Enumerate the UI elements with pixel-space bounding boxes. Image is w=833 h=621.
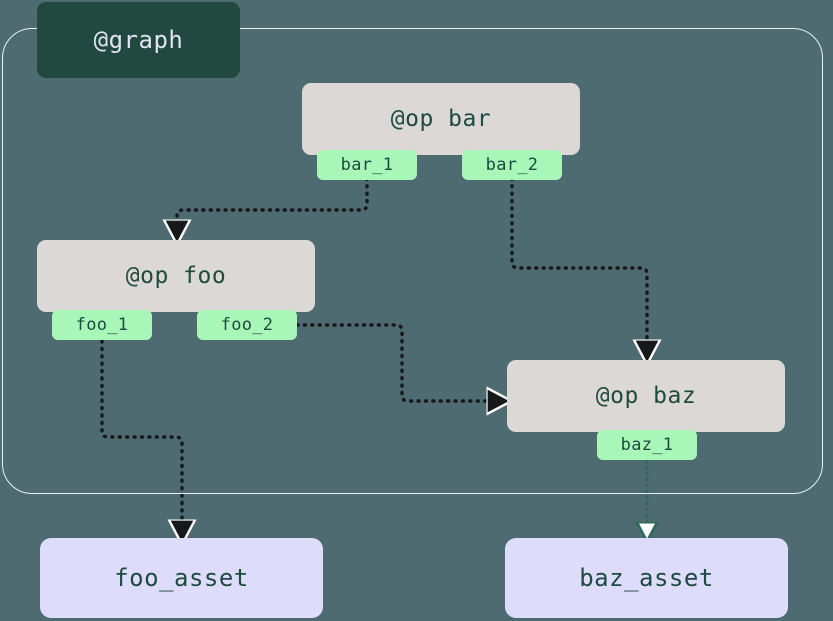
graph-label-text: @graph (93, 26, 184, 54)
op-node-baz-title: @op baz (595, 383, 697, 409)
port-bar-1-label: bar_1 (340, 155, 394, 175)
op-node-bar[interactable]: @op bar (302, 83, 580, 155)
port-bar-2[interactable]: bar_2 (462, 150, 562, 180)
op-node-foo-title: @op foo (125, 263, 227, 289)
asset-node-baz-asset-label: baz_asset (579, 564, 714, 592)
port-baz-1-label: baz_1 (620, 435, 674, 455)
port-foo-1-label: foo_1 (75, 315, 129, 335)
graph-container (2, 28, 823, 494)
op-node-bar-title: @op bar (390, 106, 492, 132)
asset-node-foo-asset-label: foo_asset (114, 564, 249, 592)
asset-node-baz-asset[interactable]: baz_asset (505, 538, 788, 618)
port-foo-1[interactable]: foo_1 (52, 310, 152, 340)
port-foo-2[interactable]: foo_2 (197, 310, 297, 340)
op-node-foo[interactable]: @op foo (37, 240, 315, 312)
port-baz-1[interactable]: baz_1 (597, 430, 697, 460)
port-bar-2-label: bar_2 (485, 155, 539, 175)
graph-label[interactable]: @graph (37, 2, 240, 78)
asset-node-foo-asset[interactable]: foo_asset (40, 538, 323, 618)
port-bar-1[interactable]: bar_1 (317, 150, 417, 180)
port-foo-2-label: foo_2 (220, 315, 274, 335)
op-node-baz[interactable]: @op baz (507, 360, 785, 432)
